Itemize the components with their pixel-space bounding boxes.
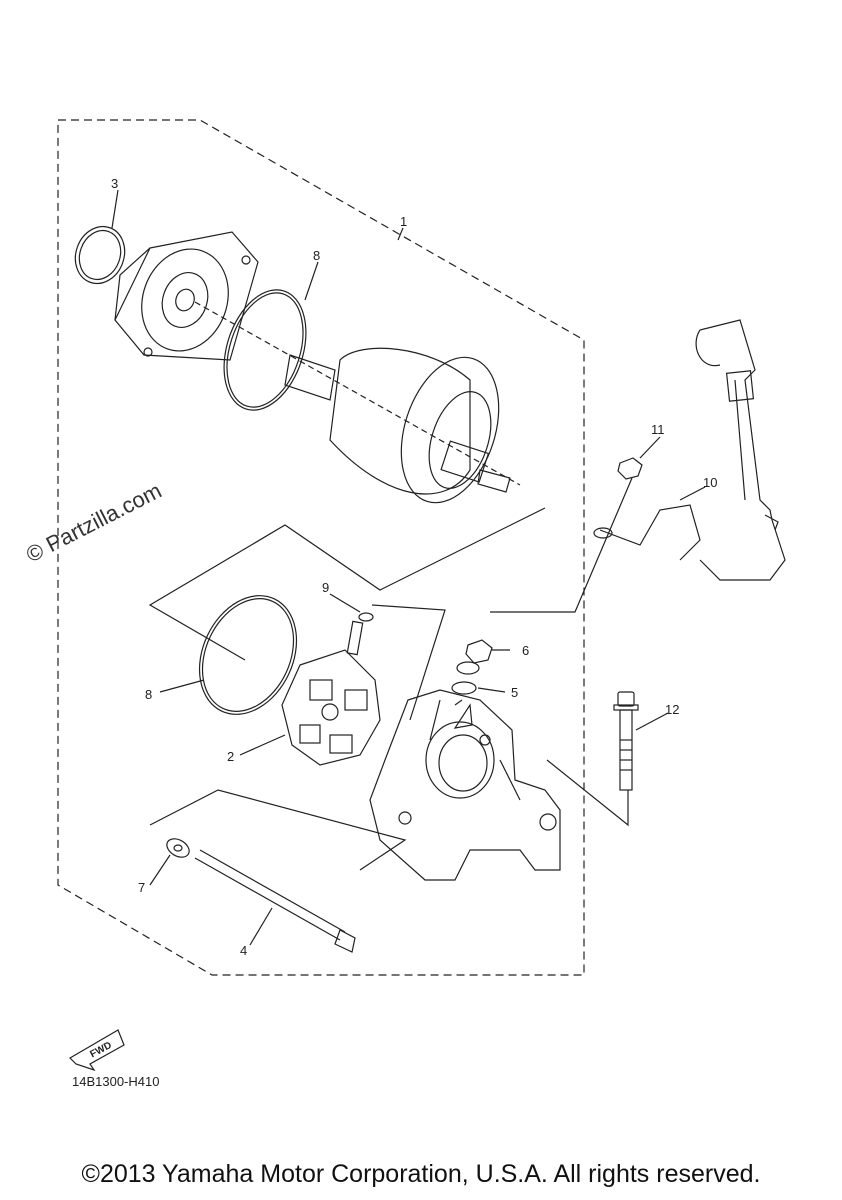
starter-lead-part-10 <box>593 319 786 581</box>
callout-11: 11 <box>651 422 665 437</box>
callout-8-top: 8 <box>313 248 320 263</box>
callout-12: 12 <box>665 702 679 717</box>
front-cover <box>114 231 259 361</box>
callout-8-bottom: 8 <box>145 687 152 702</box>
bolt-part-12 <box>613 691 639 791</box>
o-ring-part-8-top <box>223 289 307 411</box>
washer-part-5a <box>456 661 480 675</box>
copyright-notice: ©2013 Yamaha Motor Corporation, U.S.A. A… <box>81 1160 761 1188</box>
diagram-code: 14B1300-H410 <box>72 1074 160 1089</box>
long-bolt-part-4 <box>194 849 356 953</box>
callout-10: 10 <box>703 475 717 490</box>
fwd-arrow-icon <box>69 1029 125 1072</box>
callout-2: 2 <box>227 749 234 764</box>
callout-3: 3 <box>111 176 118 191</box>
callout-4: 4 <box>240 943 247 958</box>
washer-part-5b <box>451 681 477 695</box>
callout-7: 7 <box>138 880 145 895</box>
callout-5: 5 <box>511 685 518 700</box>
washer-part-7 <box>166 838 190 858</box>
o-ring-part-8-bottom <box>198 595 298 715</box>
callout-6: 6 <box>522 643 529 658</box>
washer-part-9 <box>358 612 374 622</box>
o-ring-part-3 <box>74 225 126 285</box>
nut-part-6 <box>465 639 493 664</box>
rear-housing <box>369 689 561 881</box>
assembly-boundary <box>57 119 585 976</box>
callout-1: 1 <box>400 214 407 229</box>
armature <box>194 301 521 504</box>
nut-part-11 <box>617 457 643 480</box>
callout-9: 9 <box>322 580 329 595</box>
brush-holder-part-2 <box>281 620 381 766</box>
